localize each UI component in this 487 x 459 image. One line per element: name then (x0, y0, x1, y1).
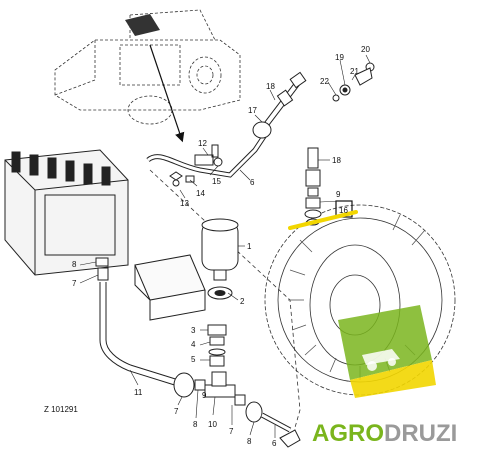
watermark-brand: AGRODRUZI (312, 420, 457, 447)
bleeder-assembly (304, 147, 322, 226)
callout-7a: 7 (72, 279, 77, 288)
leader-arrow-tractor (149, 44, 185, 143)
brake-disc-icon (264, 204, 456, 396)
mounting-bracket (134, 254, 206, 321)
engine-block-icon (4, 149, 129, 276)
callout-11: 11 (134, 388, 143, 397)
callout-8a: 8 (72, 260, 77, 269)
callout-1: 1 (247, 242, 252, 251)
callout-13: 13 (180, 199, 189, 208)
callout-9b: 9 (336, 190, 341, 199)
callout-9a: 9 (202, 391, 207, 400)
callout-10: 10 (208, 420, 217, 429)
callout-7b: 7 (174, 407, 179, 416)
callout-20: 20 (361, 45, 370, 54)
figure-id-label: Z 101291 (44, 405, 78, 414)
callout-labels: 1 2 3 4 5 6 6 7 7 7 8 8 8 9 9 10 11 12 1… (72, 45, 370, 448)
callout-4: 4 (191, 340, 196, 349)
callout-21: 21 (350, 67, 359, 76)
leader-lines (79, 54, 371, 438)
callout-22: 22 (320, 77, 329, 86)
agrodruzi-badge-icon (338, 305, 436, 398)
callout-2: 2 (240, 297, 245, 306)
valve-stack (207, 324, 227, 367)
callout-18b: 18 (332, 156, 341, 165)
callout-8c: 8 (247, 437, 252, 446)
callout-6a: 6 (250, 178, 255, 187)
filter-canister-icon (201, 218, 239, 300)
watermark-brand-part1: AGRO (312, 420, 384, 447)
tee-fitting-assembly (173, 371, 301, 448)
callout-18a: 18 (266, 82, 275, 91)
brake-line-dashed (149, 169, 301, 446)
callout-16: 16 (339, 206, 348, 215)
upper-hose (252, 71, 307, 139)
callout-6b: 6 (272, 439, 277, 448)
callout-14: 14 (196, 189, 205, 198)
callout-7c: 7 (229, 427, 234, 436)
callout-19: 19 (335, 53, 344, 62)
watermark-brand-part2: DRUZI (384, 420, 457, 447)
highlight-stroke (288, 210, 358, 230)
callout-12: 12 (198, 139, 207, 148)
callout-3: 3 (191, 326, 196, 335)
callout-17: 17 (248, 106, 257, 115)
callout-5: 5 (191, 355, 196, 364)
highlight-box-16 (335, 200, 353, 218)
callout-15: 15 (212, 177, 221, 186)
tractor-icon (54, 9, 241, 125)
callout-8b: 8 (193, 420, 198, 429)
